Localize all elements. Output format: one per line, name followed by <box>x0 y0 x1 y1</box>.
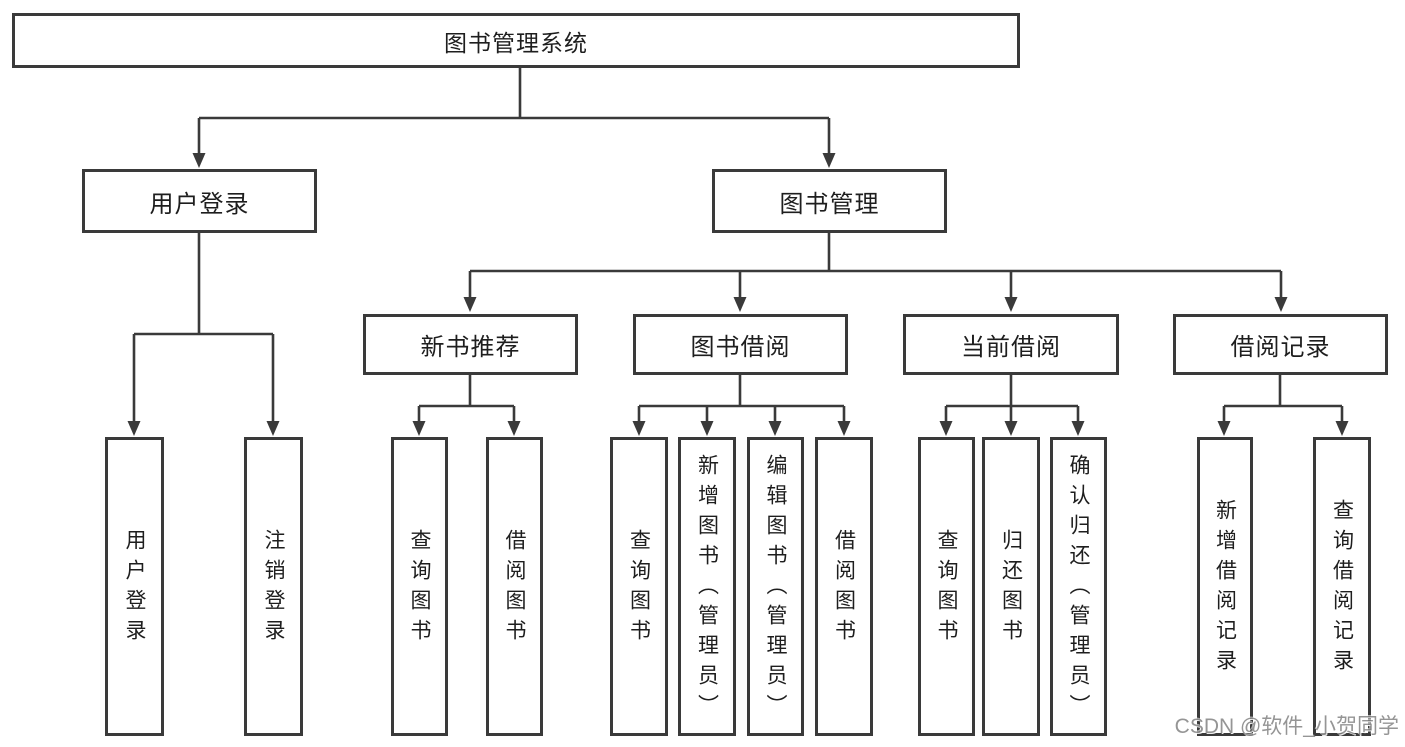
leaf-return-book: 归还图书 <box>982 437 1040 736</box>
connector-level3-rail <box>468 233 1283 299</box>
node-user-login-branch: 用户登录 <box>82 169 317 233</box>
node-book-borrow: 图书借阅 <box>633 314 848 375</box>
leaf-confirm-return-admin: 确认归还（管理员） <box>1050 437 1107 736</box>
connector-login-branch <box>132 233 275 423</box>
arrow-down-icon <box>507 421 521 436</box>
leaf-user-login: 用户登录 <box>105 437 164 736</box>
arrow-down-icon <box>266 421 280 436</box>
node-new-book-recommend: 新书推荐 <box>363 314 578 375</box>
arrow-down-icon <box>1217 421 1231 436</box>
csdn-watermark: CSDN @软件_小贺同学 <box>1174 715 1399 738</box>
connector-recommend-group <box>417 375 516 423</box>
arrow-down-icon <box>733 297 747 312</box>
connector-level2-rail <box>197 116 831 155</box>
arrow-down-icon <box>192 153 206 168</box>
node-library-management-system: 图书管理系统 <box>12 13 1020 68</box>
arrow-down-icon <box>939 421 953 436</box>
arrow-down-icon <box>768 421 782 436</box>
arrow-down-icon <box>700 421 714 436</box>
node-book-management-branch: 图书管理 <box>712 169 947 233</box>
arrow-down-icon <box>412 421 426 436</box>
arrowheads <box>127 153 1349 436</box>
node-current-borrow: 当前借阅 <box>903 314 1119 375</box>
arrow-down-icon <box>127 421 141 436</box>
leaf-borrow-books: 借阅图书 <box>815 437 873 736</box>
connector-record-group <box>1222 375 1344 423</box>
leaf-edit-book-admin: 编辑图书（管理员） <box>747 437 804 736</box>
connector-current-group <box>944 375 1080 423</box>
leaf-query-books-recommend: 查询图书 <box>391 437 448 736</box>
arrow-down-icon <box>1071 421 1085 436</box>
connector-borrow-group <box>637 375 846 423</box>
arrow-down-icon <box>463 297 477 312</box>
arrow-down-icon <box>1274 297 1288 312</box>
arrow-down-icon <box>1004 421 1018 436</box>
connector-paths <box>132 68 1344 423</box>
leaf-query-books-current: 查询图书 <box>918 437 975 736</box>
leaf-logout: 注销登录 <box>244 437 303 736</box>
leaf-add-book-admin: 新增图书（管理员） <box>678 437 736 736</box>
arrow-down-icon <box>632 421 646 436</box>
leaf-query-books-borrow: 查询图书 <box>610 437 668 736</box>
leaf-query-borrow-record: 查询借阅记录 <box>1313 437 1371 736</box>
leaf-borrow-books-recommend: 借阅图书 <box>486 437 543 736</box>
arrow-down-icon <box>1004 297 1018 312</box>
arrow-down-icon <box>822 153 836 168</box>
leaf-add-borrow-record: 新增借阅记录 <box>1197 437 1253 736</box>
arrow-down-icon <box>837 421 851 436</box>
node-borrow-record: 借阅记录 <box>1173 314 1388 375</box>
arrow-down-icon <box>1335 421 1349 436</box>
